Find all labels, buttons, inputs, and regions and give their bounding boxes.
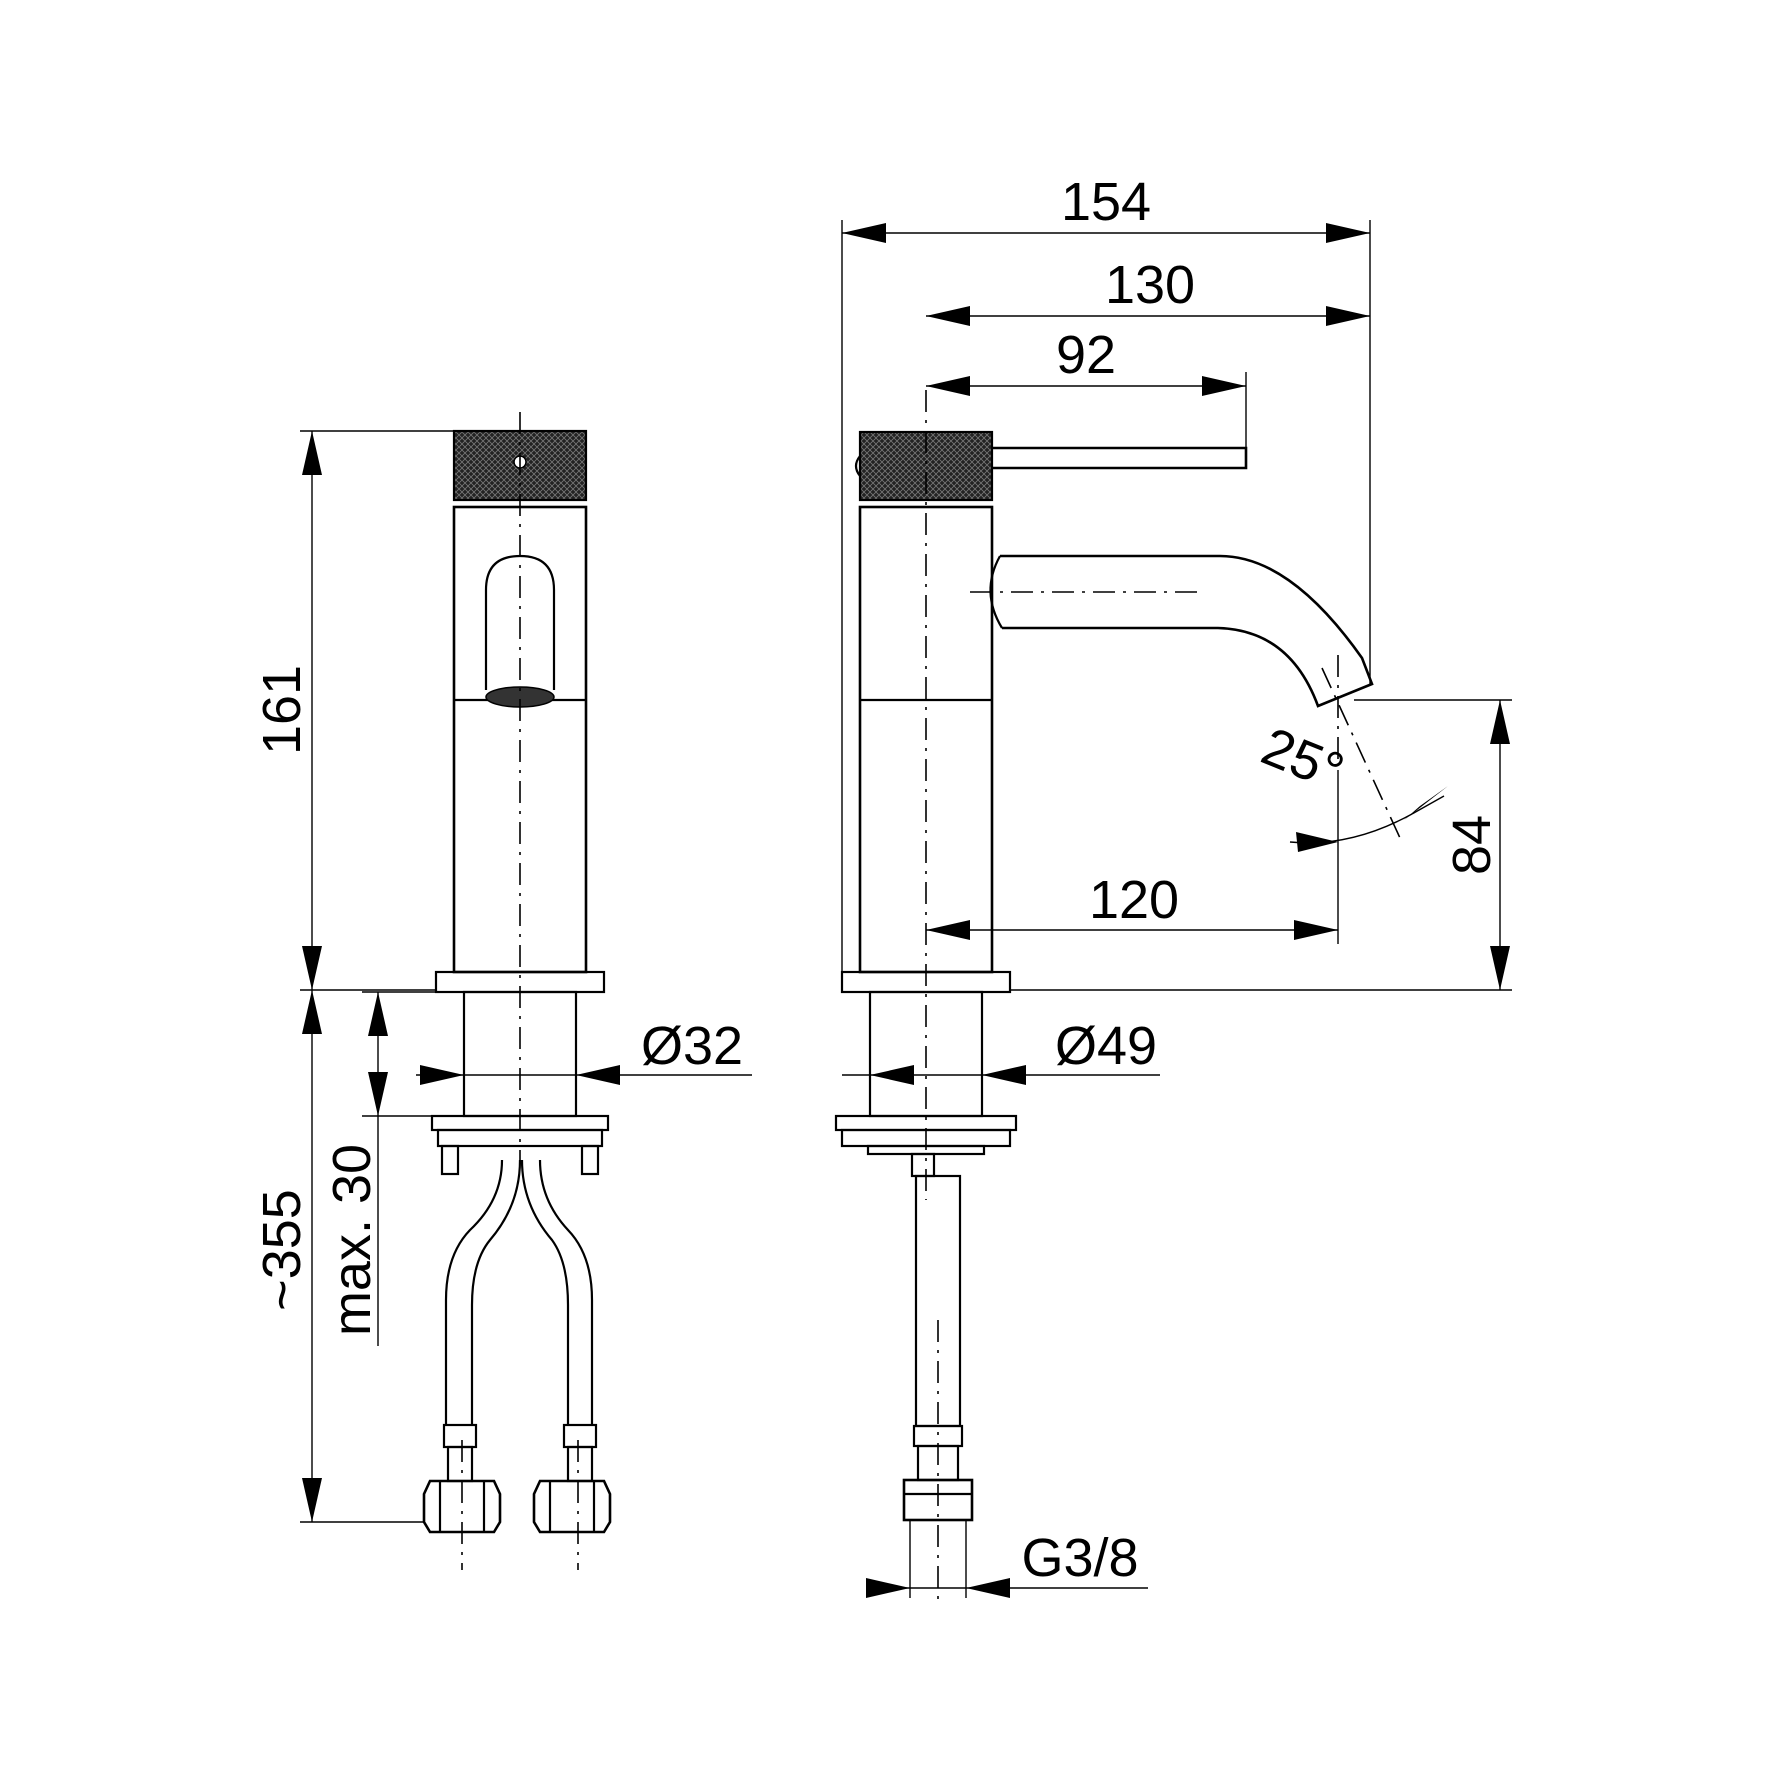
front-dimensions: 161 ~355 max. 30 Ø32 xyxy=(252,430,752,1523)
front-nut-right xyxy=(532,1479,612,1534)
dim-thread: G3/8 xyxy=(1021,1528,1138,1588)
side-spout xyxy=(1000,554,1374,708)
side-nut xyxy=(902,1478,974,1522)
dim-hose-length: ~355 xyxy=(252,1189,312,1311)
dim-base-diameter: Ø49 xyxy=(1055,1016,1157,1076)
side-dimensions: 154 130 92 120 84 25° Ø49 xyxy=(841,172,1512,1598)
dim-total-height: 161 xyxy=(252,665,312,755)
side-view xyxy=(834,390,1401,1600)
front-hose-right xyxy=(538,1159,594,1425)
dim-spout-reach: 120 xyxy=(1089,870,1179,930)
front-nut-left xyxy=(422,1479,502,1534)
dim-shank-diameter: Ø32 xyxy=(641,1016,743,1076)
dim-width-spout: 130 xyxy=(1105,255,1195,315)
dim-width-overall: 154 xyxy=(1061,172,1151,232)
front-hose-left xyxy=(444,1159,504,1425)
side-lever xyxy=(992,446,1248,470)
front-shank xyxy=(462,990,578,1118)
front-view xyxy=(422,412,612,1570)
dim-max-thickness: max. 30 xyxy=(322,1144,382,1336)
dim-width-lever: 92 xyxy=(1056,325,1116,385)
dim-spout-angle: 25° xyxy=(1254,716,1352,802)
dim-spout-height: 84 xyxy=(1442,815,1502,875)
side-hose xyxy=(914,1174,962,1428)
